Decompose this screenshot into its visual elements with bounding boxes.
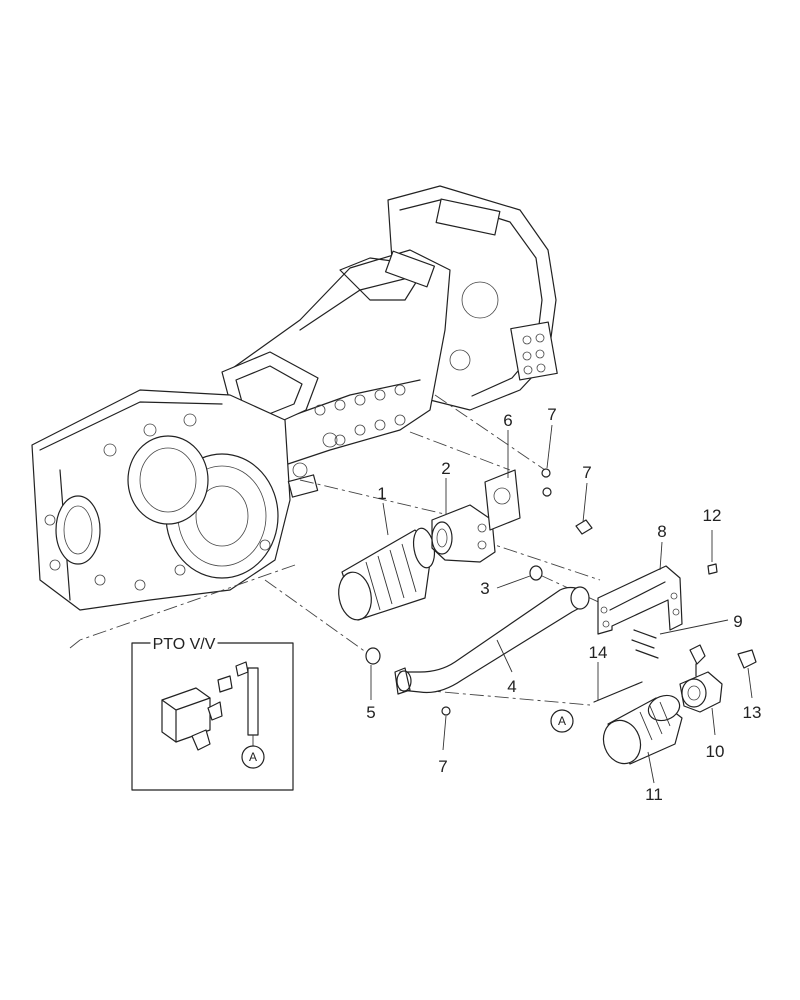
- transmission-housing: [31, 185, 558, 611]
- assembly-lines: [69, 394, 606, 706]
- part-14-rod: [593, 681, 643, 703]
- inset-title: PTO V/V: [153, 636, 216, 653]
- pto-valve-inset: PTO V/V A: [131, 636, 294, 791]
- callout-2: 2: [441, 459, 450, 478]
- pto-rod: [247, 667, 259, 746]
- callout-7b: 7: [582, 463, 591, 482]
- callout-7c: 7: [438, 757, 447, 776]
- part-5-o-ring: [365, 647, 381, 665]
- callout-13: 13: [743, 703, 762, 722]
- part-4-pipe: [394, 586, 590, 695]
- part-13-fitting: [737, 649, 757, 669]
- callout-3: 3: [480, 579, 489, 598]
- part-9-bolts: [631, 629, 659, 659]
- inset-connector-a: A: [241, 745, 265, 769]
- part-6-gasket: [484, 469, 521, 531]
- callout-10: 10: [706, 742, 725, 761]
- part-7-bolts: [441, 468, 593, 716]
- callout-9: 9: [733, 612, 742, 631]
- inset-connector-a-label: A: [249, 750, 257, 764]
- callout-1: 1: [377, 484, 386, 503]
- leader-lines: [370, 424, 753, 784]
- part-1-strainer: [338, 527, 436, 621]
- callout-11: 11: [645, 785, 663, 804]
- part-12-screw: [707, 563, 718, 575]
- part-11-oil-filter: [602, 694, 683, 765]
- part-10-filter-head: [679, 644, 723, 713]
- callout-numbers: 1 2 3 4 5 6 7 7 7 8 9 10 11 12 13 14: [366, 405, 761, 804]
- callout-7a: 7: [547, 405, 556, 424]
- callout-12: 12: [703, 506, 722, 525]
- callout-6: 6: [503, 411, 512, 430]
- callout-8: 8: [657, 522, 666, 541]
- connector-a-marker: A: [550, 709, 574, 733]
- pto-solenoid-valve: [161, 661, 249, 751]
- part-8-bracket: [597, 565, 683, 635]
- connector-a-label: A: [558, 714, 566, 728]
- callout-14: 14: [589, 643, 608, 662]
- callout-5: 5: [366, 703, 375, 722]
- callout-4: 4: [507, 677, 516, 696]
- part-3-o-ring: [529, 565, 543, 581]
